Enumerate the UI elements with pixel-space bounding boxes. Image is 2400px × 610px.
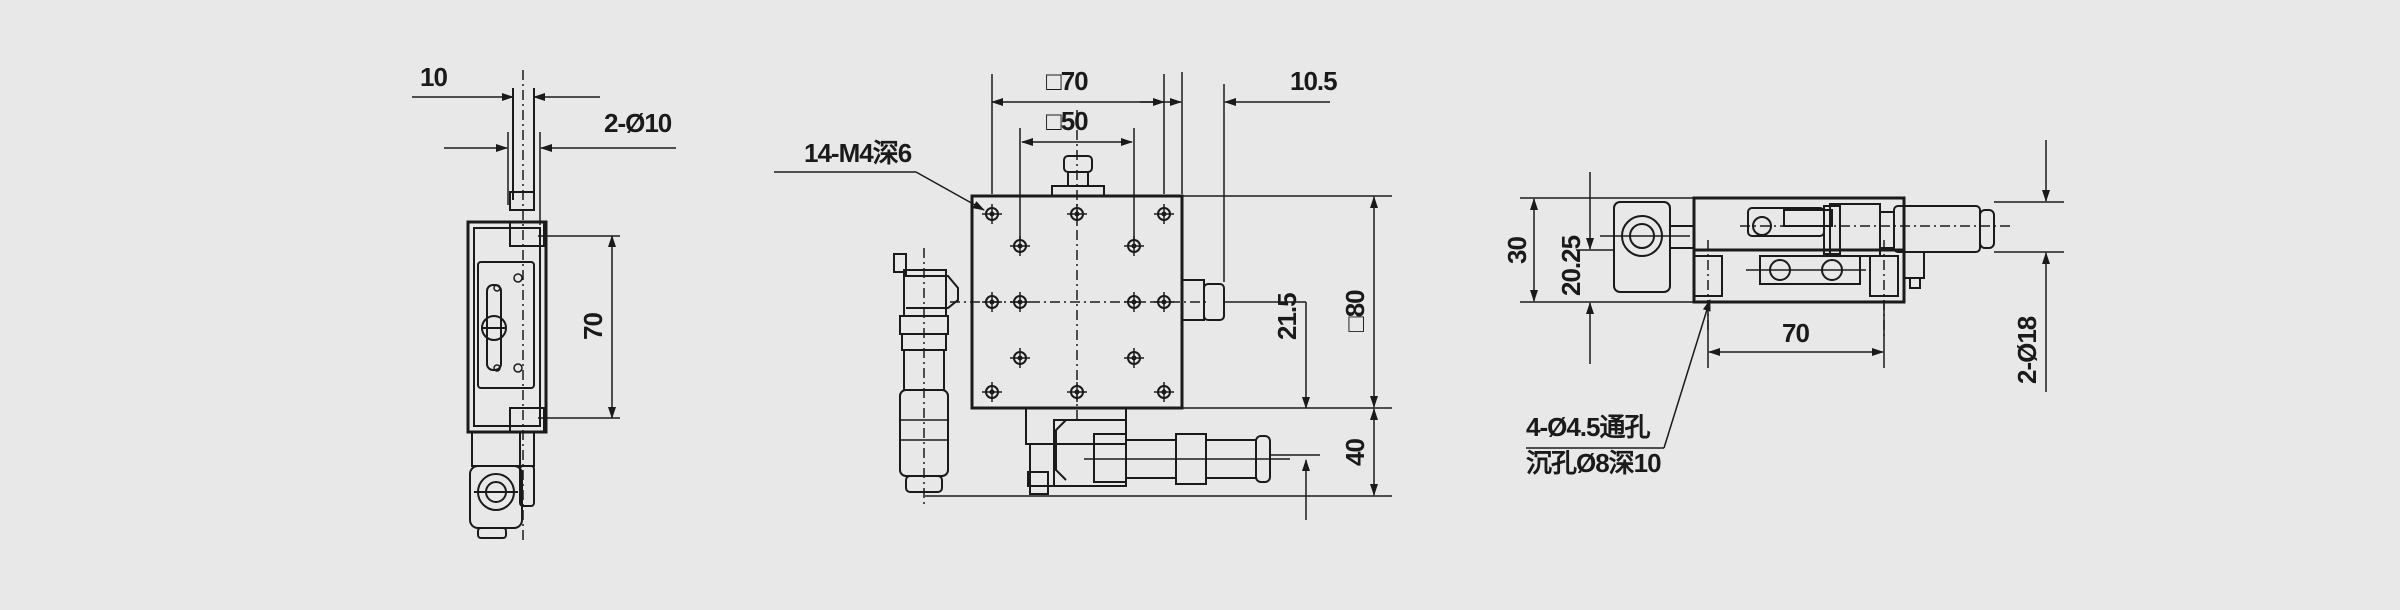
m4-hole-icon xyxy=(1010,292,1030,312)
dim-30: 30 xyxy=(1502,198,1538,302)
front-upper-body xyxy=(1692,196,2010,257)
m4-hole-icon xyxy=(1010,348,1030,368)
dim-square-80: □80 xyxy=(1340,196,1378,408)
top-left-micrometer xyxy=(893,248,959,505)
dim-square-50-label: □50 xyxy=(1046,106,1088,136)
dim-10-5-label: 10.5 xyxy=(1290,66,1337,96)
dim-70-horizontal: 70 xyxy=(1707,300,1885,368)
hole-callout-line1: 4-Ø4.5通孔 xyxy=(1526,412,1650,442)
m4-hole-icon xyxy=(1154,382,1174,402)
m4-hole-icon xyxy=(1154,292,1174,312)
front-lower-table xyxy=(1692,240,1925,340)
dim-10-label: 10 xyxy=(420,62,447,92)
hole-callout-line2: 沉孔Ø8深10 xyxy=(1526,448,1661,478)
dim-70-horizontal-label: 70 xyxy=(1782,318,1809,348)
hole-callout: 4-Ø4.5通孔 沉孔Ø8深10 xyxy=(1526,299,1711,478)
dim-square-70: □70 xyxy=(991,66,1165,194)
front-view: 30 20.25 70 2-Ø18 4-Ø4.5通孔 沉孔Ø8深10 xyxy=(1502,140,2064,478)
side-body xyxy=(466,220,620,434)
dim-10-5: 10.5 xyxy=(1140,66,1338,282)
side-top-shaft xyxy=(509,70,535,540)
dim-square-50: □50 xyxy=(1019,106,1135,240)
m4-hole-icon xyxy=(982,204,1002,224)
dim-21-5-label: 21.5 xyxy=(1272,293,1302,340)
top-right-screw xyxy=(1181,279,1250,321)
m4-hole-icon xyxy=(982,382,1002,402)
dim-2-d10-label: 2-Ø10 xyxy=(604,108,672,138)
m4-hole-icon xyxy=(1124,292,1144,312)
dim-20-25-label: 20.25 xyxy=(1556,235,1586,296)
m4-hole-icon xyxy=(982,292,1002,312)
thread-callout: 14-M4深6 xyxy=(774,138,985,211)
thread-callout-label: 14-M4深6 xyxy=(804,138,912,168)
front-left-knob xyxy=(1600,201,1695,293)
dim-40-label: 40 xyxy=(1340,439,1370,466)
dim-70-vertical-label: 70 xyxy=(578,313,608,340)
dim-square-70-label: □70 xyxy=(1046,66,1088,96)
side-view: 10 2-Ø10 70 xyxy=(412,62,676,540)
dim-21-5: 21.5 xyxy=(1250,293,1310,409)
m4-hole-icon xyxy=(1067,204,1087,224)
dim-2-d18-label: 2-Ø18 xyxy=(2012,316,2042,384)
dim-2-d10: 2-Ø10 xyxy=(444,108,676,225)
dim-30-label: 30 xyxy=(1502,237,1532,264)
m4-hole-icon xyxy=(1067,382,1087,402)
dim-70-vertical: 70 xyxy=(578,235,616,419)
m4-hole-icon xyxy=(1124,348,1144,368)
dim-10: 10 xyxy=(412,62,600,101)
side-bottom-knob xyxy=(469,431,535,539)
top-holes xyxy=(982,204,1174,402)
m4-hole-icon xyxy=(1154,204,1174,224)
top-bottom-micrometer xyxy=(1025,407,1320,495)
dim-20-25: 20.25 xyxy=(1556,172,1594,364)
dim-square-80-label: □80 xyxy=(1340,290,1370,332)
top-view: □70 □50 10.5 14-M4深6 21.5 xyxy=(774,66,1392,520)
dim-40: 40 xyxy=(1302,408,1378,520)
top-lock-knob xyxy=(1051,155,1105,197)
dim-2-d18: 2-Ø18 xyxy=(2012,140,2050,392)
